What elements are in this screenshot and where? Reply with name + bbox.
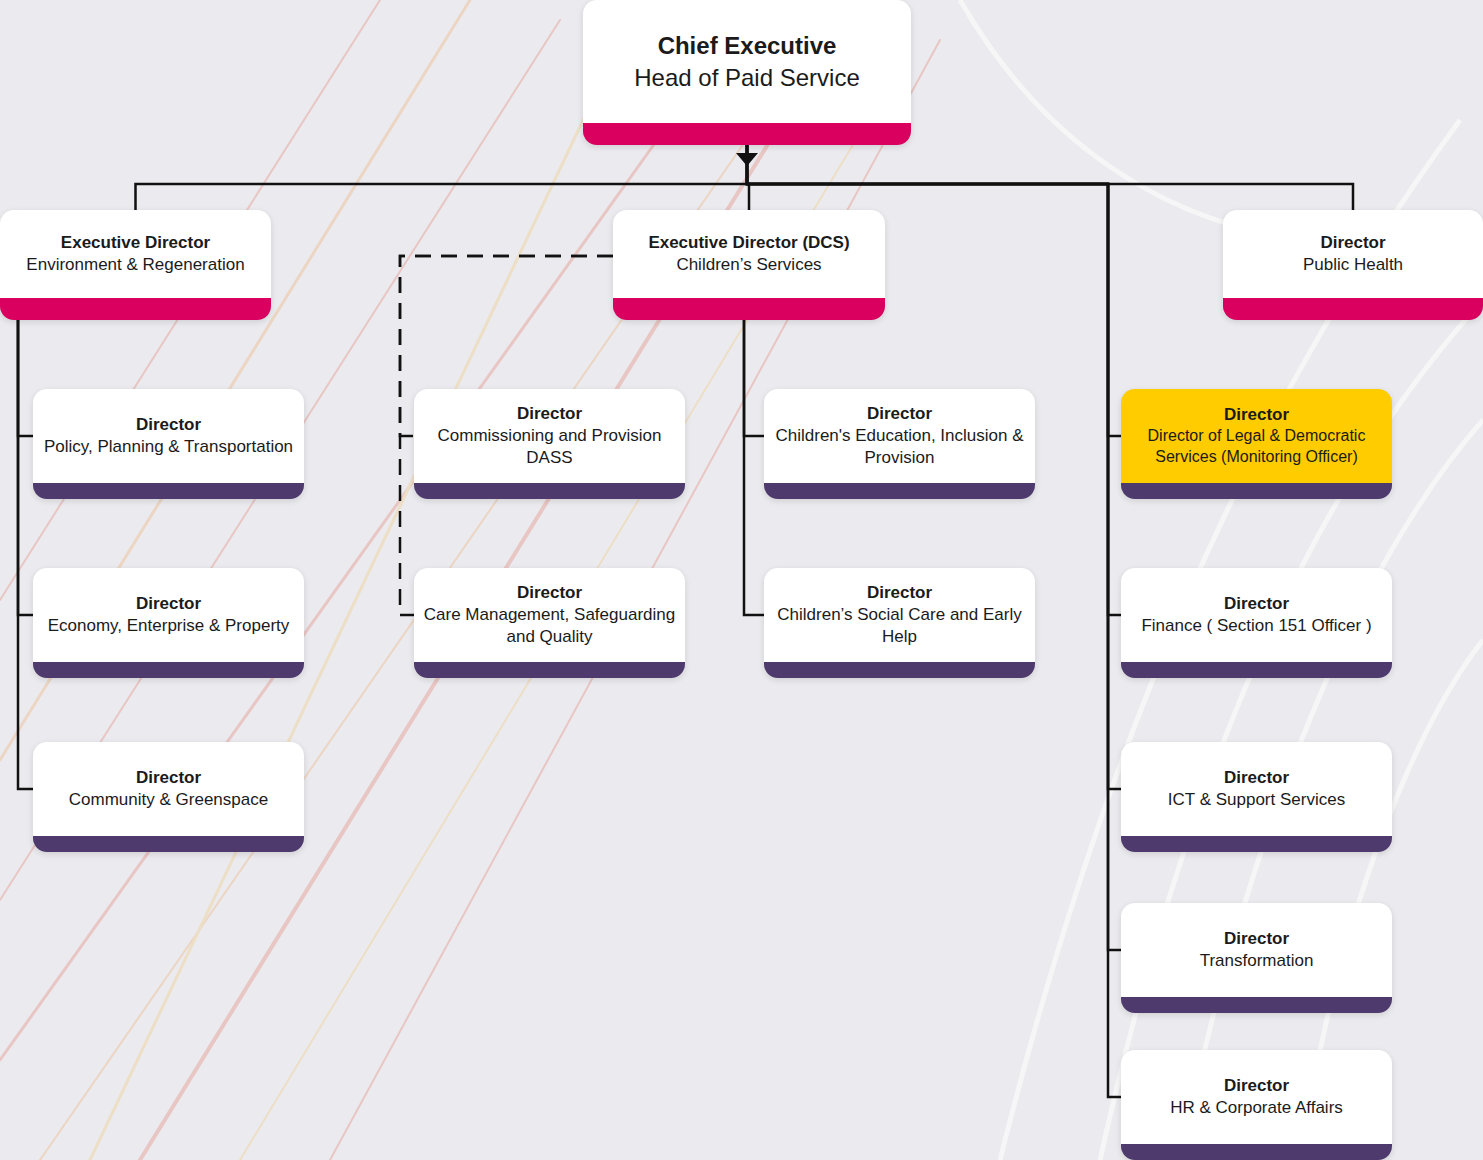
connector-line (744, 320, 764, 615)
role-title: Director (1224, 1075, 1289, 1097)
connector-line (747, 145, 1353, 210)
role-remit: Finance ( Section 151 Officer ) (1141, 615, 1371, 637)
director-box: DirectorCommissioning and Provision DASS (414, 389, 685, 499)
connector-line (744, 320, 764, 436)
role-remit: Care Management, Safeguarding and Qualit… (420, 604, 679, 648)
role-remit: Commissioning and Provision DASS (420, 425, 679, 469)
director-box: DirectorICT & Support Services (1121, 742, 1392, 852)
connector-line (18, 320, 33, 615)
role-remit: Transformation (1200, 950, 1314, 972)
role-title: Director (517, 582, 582, 604)
connector-line (136, 145, 748, 210)
role-title: Director (867, 582, 932, 604)
role-title: Director (867, 403, 932, 425)
role-title: Executive Director (DCS) (648, 232, 849, 254)
role-title: Director (1224, 767, 1289, 789)
role-title: Director (1224, 928, 1289, 950)
role-remit: Children's Education, Inclusion & Provis… (770, 425, 1029, 469)
director-box: DirectorChildren’s Social Care and Early… (764, 568, 1035, 678)
role-title: Director (1224, 404, 1289, 426)
director-box: DirectorCommunity & Greenspace (33, 742, 304, 852)
role-title: Director (136, 593, 201, 615)
role-remit: Children’s Services (676, 254, 821, 276)
role-title: Director (136, 767, 201, 789)
chief-box: Chief ExecutiveHead of Paid Service (583, 0, 911, 145)
exec-box: Executive DirectorEnvironment & Regenera… (0, 210, 271, 320)
exec-box: DirectorPublic Health (1223, 210, 1483, 320)
role-remit: Community & Greenspace (69, 789, 268, 811)
director-box: DirectorCare Management, Safeguarding an… (414, 568, 685, 678)
highlighted-director-box: DirectorDirector of Legal & Democratic S… (1121, 389, 1392, 499)
role-remit: ICT & Support Services (1168, 789, 1345, 811)
director-box: DirectorFinance ( Section 151 Officer ) (1121, 568, 1392, 678)
director-box: DirectorTransformation (1121, 903, 1392, 1013)
role-remit: Public Health (1303, 254, 1403, 276)
role-remit: Environment & Regeneration (26, 254, 244, 276)
role-title: Chief Executive (658, 30, 837, 61)
connector-line (18, 320, 33, 789)
director-box: DirectorHR & Corporate Affairs (1121, 1050, 1392, 1160)
role-title: Director (1320, 232, 1385, 254)
role-remit: Children’s Social Care and Early Help (770, 604, 1029, 648)
role-title: Director (136, 414, 201, 436)
role-title: Executive Director (61, 232, 210, 254)
connector-line (18, 320, 33, 436)
director-box: DirectorChildren's Education, Inclusion … (764, 389, 1035, 499)
director-box: DirectorPolicy, Planning & Transportatio… (33, 389, 304, 499)
role-remit: Economy, Enterprise & Property (48, 615, 290, 637)
exec-box: Executive Director (DCS)Children’s Servi… (613, 210, 885, 320)
role-remit: HR & Corporate Affairs (1170, 1097, 1343, 1119)
role-remit: Director of Legal & Democratic Services … (1127, 426, 1386, 468)
director-box: DirectorEconomy, Enterprise & Property (33, 568, 304, 678)
role-remit: Head of Paid Service (634, 62, 859, 93)
role-title: Director (517, 403, 582, 425)
role-remit: Policy, Planning & Transportation (44, 436, 293, 458)
role-title: Director (1224, 593, 1289, 615)
